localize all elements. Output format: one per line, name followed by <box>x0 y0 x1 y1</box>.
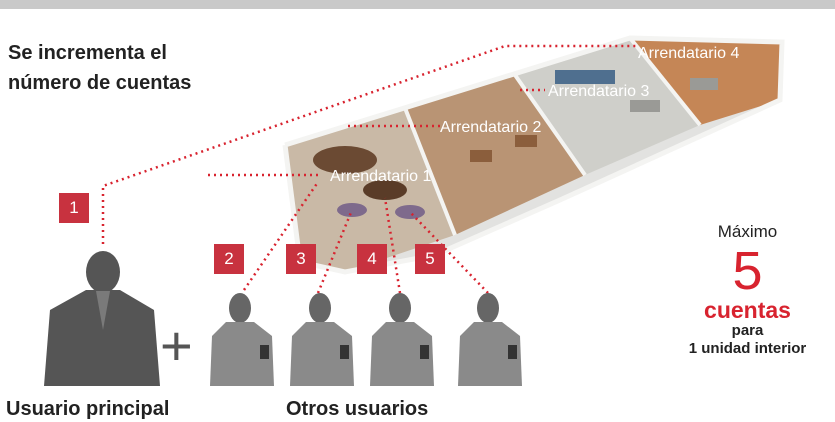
table <box>395 205 425 219</box>
user-icon <box>210 293 274 386</box>
tag-1: 1 <box>59 193 89 223</box>
main-user-icon <box>44 251 160 386</box>
tenant-label-3: Arrendatario 3 <box>548 83 649 100</box>
desk <box>690 78 718 90</box>
desk <box>470 150 492 162</box>
max-label: Máximo <box>717 222 778 241</box>
indoor-unit-label: 1 unidad interior <box>688 340 807 357</box>
table <box>363 180 407 200</box>
max-accounts-note: Máximo 5 cuentas para 1 unidad interior <box>660 222 835 358</box>
caption-main-user: Usuario principal <box>6 398 170 420</box>
top-bar <box>0 0 835 9</box>
partition-wall <box>513 73 587 177</box>
caption-other-users: Otros usuarios <box>286 398 429 420</box>
tag-5: 5 <box>415 244 445 274</box>
connector-user-4 <box>383 197 402 294</box>
room-tenant-2 <box>405 75 585 235</box>
accounts-label: cuentas <box>704 297 791 323</box>
tenant-label-4: Arrendatario 4 <box>638 45 739 62</box>
headline-line-2: número de cuentas <box>8 72 192 94</box>
tag-4: 4 <box>357 244 387 274</box>
counter <box>313 146 377 174</box>
user-icon <box>458 293 522 386</box>
tag-2: 2 <box>214 244 244 274</box>
connector-lines <box>101 44 636 294</box>
for-label: para <box>731 322 764 339</box>
tenant-label-1: Arrendatario 1 <box>330 168 431 185</box>
partition-wall <box>403 107 457 236</box>
headline-line-1: Se incrementa el <box>8 42 167 64</box>
headline: Se incrementa el número de cuentas <box>8 38 191 98</box>
connector-user-5 <box>409 211 489 294</box>
max-number: 5 <box>732 241 763 301</box>
user-icon <box>370 293 434 386</box>
user-icon <box>290 293 354 386</box>
plus-sign: + <box>160 314 193 377</box>
table <box>337 203 367 217</box>
shelf <box>555 70 615 84</box>
desk <box>630 100 660 112</box>
partition-wall <box>628 36 702 127</box>
tenant-label-2: Arrendatario 2 <box>440 119 541 136</box>
connector-main-user <box>101 44 636 244</box>
desk <box>515 135 537 147</box>
tag-3: 3 <box>286 244 316 274</box>
connector-user-2 <box>242 181 320 291</box>
